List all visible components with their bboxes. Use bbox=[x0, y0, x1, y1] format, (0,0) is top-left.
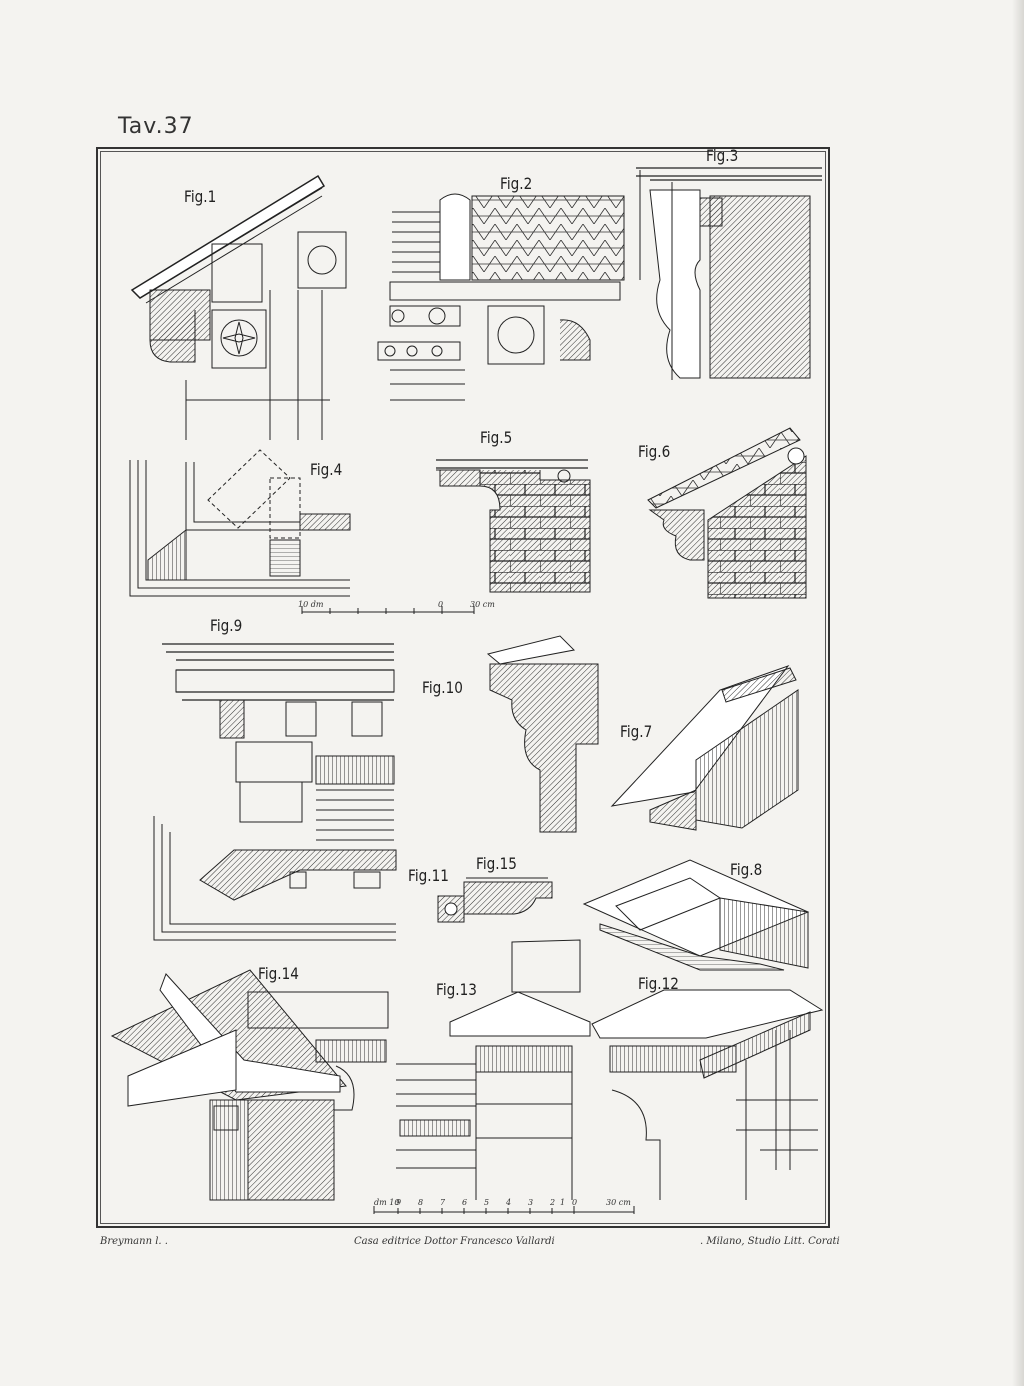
fig-8-label: Fig.8 bbox=[730, 860, 763, 879]
credit-left: Breymann l. . bbox=[100, 1236, 168, 1247]
lower-scale-tick-8: 8 bbox=[418, 1198, 424, 1207]
lower-scale-tick-5: 5 bbox=[484, 1198, 490, 1207]
fig-3-label: Fig.3 bbox=[706, 146, 739, 165]
upper-scale-end-label: 30 cm bbox=[470, 600, 495, 609]
fig-12-label: Fig.12 bbox=[638, 974, 679, 993]
figure-1-drawing bbox=[130, 174, 347, 440]
lower-scale-bar bbox=[373, 1206, 635, 1214]
figure-2-drawing bbox=[377, 193, 625, 401]
plate-frame-inner bbox=[100, 151, 826, 1224]
upper-scale-start-label: 10 dm bbox=[298, 600, 324, 609]
lower-scale-tick-1: 1 bbox=[560, 1198, 566, 1207]
lower-scale-tick-6: 6 bbox=[462, 1198, 468, 1207]
lower-scale-tick-0: 0 bbox=[572, 1198, 578, 1207]
fig-6-label: Fig.6 bbox=[638, 442, 671, 461]
figure-11-15-drawing bbox=[437, 877, 553, 923]
lower-scale-tick-4: 4 bbox=[506, 1198, 512, 1207]
figure-13-drawing bbox=[396, 939, 591, 1200]
figure-10-drawing bbox=[486, 635, 599, 833]
fig-7-label: Fig.7 bbox=[620, 722, 653, 741]
figure-4-drawing bbox=[129, 449, 351, 597]
figure-8-drawing bbox=[582, 859, 810, 971]
upper-scale-bar bbox=[301, 606, 475, 614]
fig-1-label: Fig.1 bbox=[184, 187, 217, 206]
fig-9-label: Fig.9 bbox=[210, 616, 243, 635]
plate-frame bbox=[96, 147, 830, 1228]
fig-4-label: Fig.4 bbox=[310, 460, 343, 479]
fig-15-label: Fig.15 bbox=[476, 854, 517, 873]
fig-10-label: Fig.10 bbox=[422, 678, 463, 697]
upper-scale-mid-label: 0 bbox=[438, 600, 444, 609]
lower-scale-tick-3: 3 bbox=[528, 1198, 534, 1207]
lower-scale-end-label: 30 cm bbox=[606, 1198, 631, 1207]
fig-11-label: Fig.11 bbox=[408, 866, 449, 885]
lower-scale-tick-2: 2 bbox=[550, 1198, 556, 1207]
fig-14-label: Fig.14 bbox=[258, 964, 299, 983]
plate-title: Tav.37 bbox=[118, 114, 194, 139]
figure-5-drawing bbox=[436, 459, 591, 593]
figure-3-drawing bbox=[636, 167, 822, 380]
fig-13-label: Fig.13 bbox=[436, 980, 477, 999]
credit-center: Casa editrice Dottor Francesco Vallardi bbox=[354, 1236, 555, 1247]
figure-7-drawing bbox=[610, 664, 799, 831]
fig-2-label: Fig.2 bbox=[500, 174, 533, 193]
lower-scale-tick-9: 9 bbox=[396, 1198, 402, 1207]
lower-scale-start-label: dm 10 bbox=[374, 1198, 400, 1207]
page-edge-shadow bbox=[1012, 0, 1024, 1386]
fig-5-label: Fig.5 bbox=[480, 428, 513, 447]
figure-12-drawing bbox=[591, 989, 824, 1200]
figure-14-drawing bbox=[110, 969, 389, 1201]
credit-right: . Milano, Studio Litt. Corati bbox=[700, 1236, 840, 1247]
figure-9-drawing bbox=[153, 643, 397, 941]
lower-scale-tick-7: 7 bbox=[440, 1198, 446, 1207]
figure-6-drawing bbox=[647, 427, 807, 599]
